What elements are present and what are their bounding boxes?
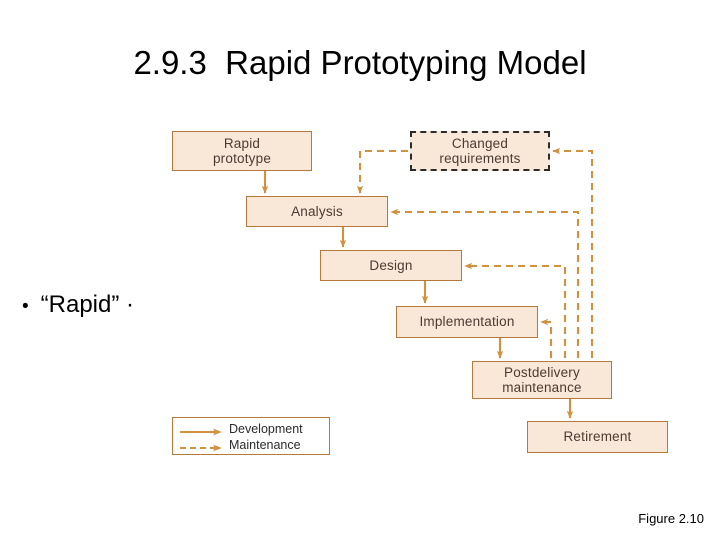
- figure-caption: Figure 2.10: [638, 511, 704, 526]
- development-edges: [261, 171, 574, 419]
- node-implementation[interactable]: Implementation: [396, 306, 538, 338]
- list-item: • “Rapid” ·: [22, 291, 252, 319]
- legend-label-development: Development: [229, 422, 303, 436]
- solid-arrow-icon: [179, 424, 223, 436]
- legend-item-maintenance: Maintenance: [179, 437, 323, 453]
- dashed-arrow-icon: [179, 440, 223, 452]
- node-design[interactable]: Design: [320, 250, 462, 281]
- edge-postdelivery-to-design: [464, 262, 567, 358]
- legend-item-development: Development: [179, 421, 323, 437]
- bullet-list: • “Rapid” ·: [22, 291, 252, 319]
- edge-postdelivery-to-implementation: [540, 318, 553, 358]
- edge-postdelivery-to-analysis: [390, 208, 580, 358]
- page-title: 2.9.3 Rapid Prototyping Model: [133, 44, 587, 81]
- node-postdelivery-maintenance[interactable]: Postdelivery maintenance: [472, 361, 612, 399]
- node-rapid-prototype[interactable]: Rapid prototype: [172, 131, 312, 171]
- node-changed-requirements[interactable]: Changed requirements: [410, 131, 550, 171]
- bullet-item-label: “Rapid” ·: [40, 291, 135, 318]
- node-retirement[interactable]: Retirement: [527, 421, 668, 453]
- diagram-legend: Development Maintenance: [172, 417, 330, 455]
- bullet-marker-icon: •: [22, 296, 29, 317]
- edge-postdelivery-to-changed-req: [552, 147, 594, 358]
- legend-label-maintenance: Maintenance: [229, 438, 301, 452]
- node-analysis[interactable]: Analysis: [246, 196, 388, 227]
- edge-changed-req-to-analysis: [356, 149, 408, 194]
- maintenance-edges: [356, 147, 594, 358]
